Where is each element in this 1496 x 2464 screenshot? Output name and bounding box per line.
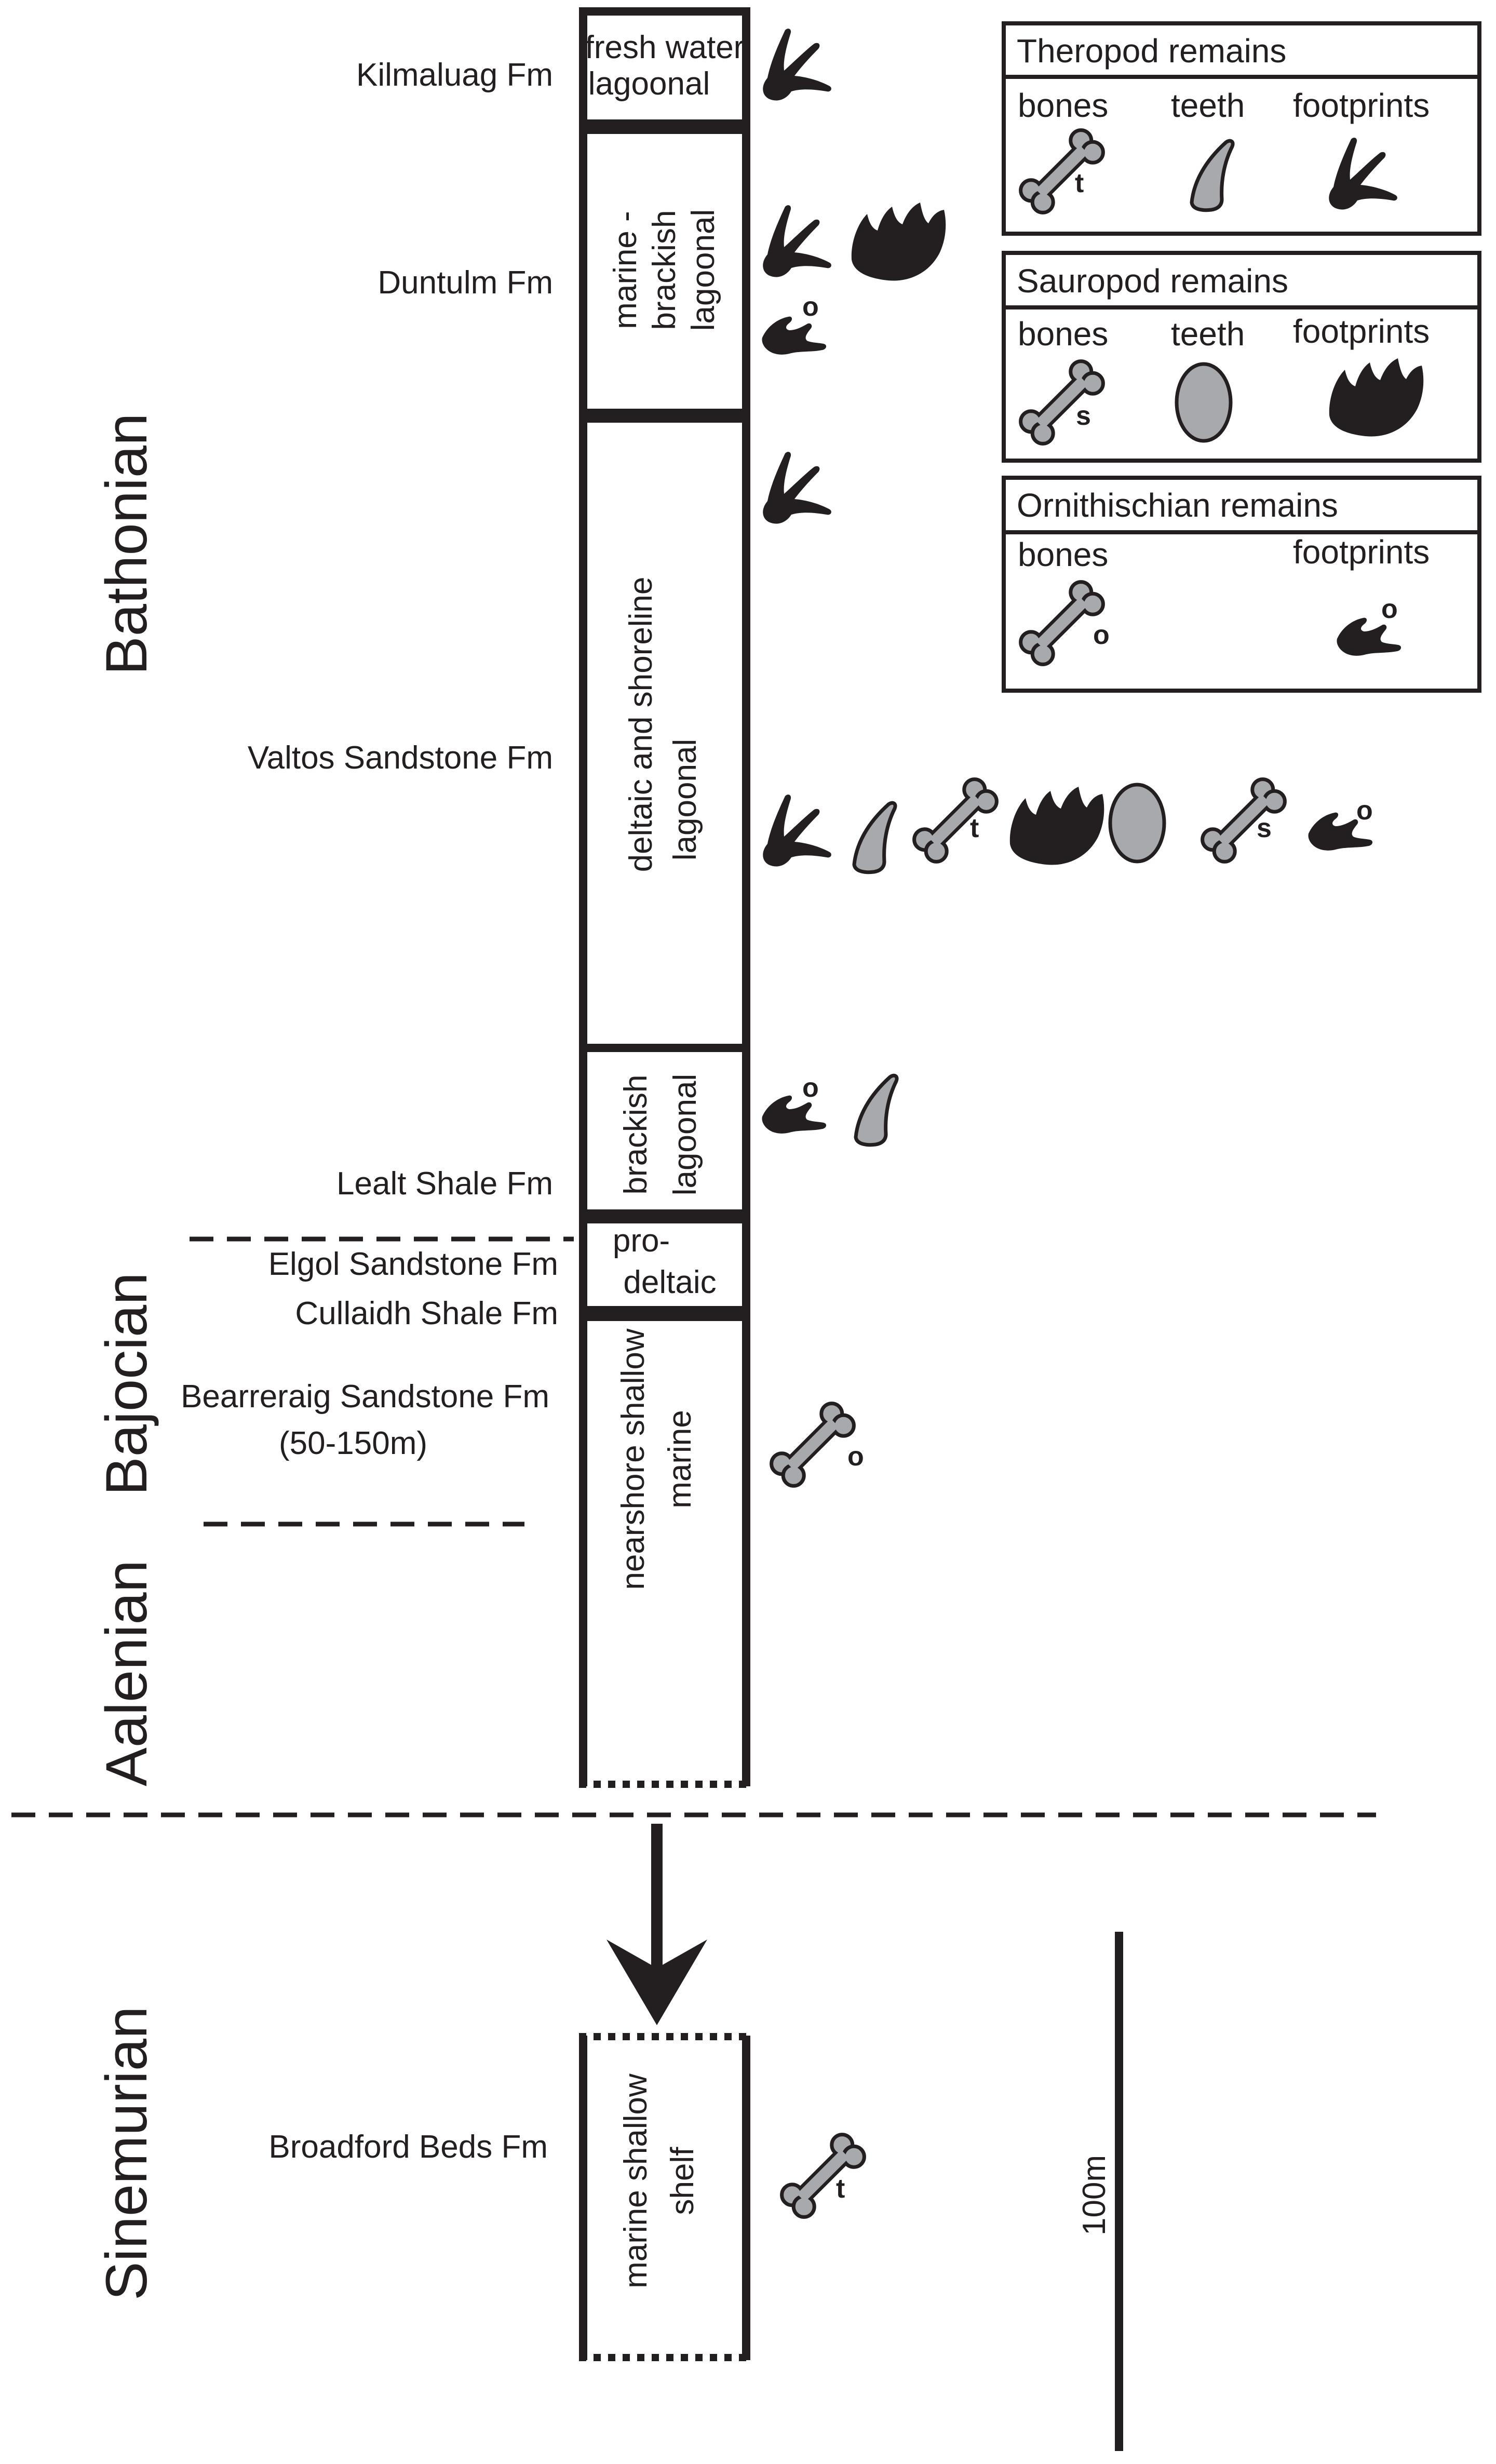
formation-label-bearreraig: Bearreraig Sandstone Fm — [181, 1379, 549, 1415]
stage-label-bajocian: Bajocian — [94, 1272, 159, 1496]
legend-sauropod-teeth-label: teeth — [1171, 315, 1245, 353]
legend-sauropod-footprints-label: footprints — [1293, 313, 1430, 350]
env-elgol-line2: deltaic — [623, 1264, 716, 1300]
scale-bar-label: 100m — [1076, 2155, 1112, 2236]
formation-label-valtos: Valtos Sandstone Fm — [248, 740, 553, 776]
theropod-marker: t — [836, 2174, 845, 2204]
ornithischian-marker: o — [847, 1442, 864, 1472]
down-arrow-icon — [607, 1824, 707, 2025]
theropod-footprint-icon — [763, 29, 831, 101]
theropod-bone-icon — [910, 775, 1001, 866]
ornithischian-marker: o — [802, 292, 819, 322]
env-lealt-line2: lagoonal — [667, 1074, 703, 1195]
legend-ornithischian-bones-label: bones — [1018, 536, 1108, 573]
stage-label-aalenian: Aalenian — [94, 1560, 159, 1786]
env-bearreraig-line1: nearshore shallow — [615, 1328, 651, 1590]
env-valtos-line2: lagoonal — [667, 739, 703, 860]
env-elgol-line1: pro- — [613, 1223, 670, 1259]
theropod-footprint-icon — [763, 795, 831, 867]
legend-theropod-title: Theropod remains — [1017, 32, 1286, 70]
theropod-marker: t — [970, 813, 979, 843]
formation-label-cullaidh: Cullaidh Shale Fm — [295, 1296, 558, 1331]
sauropod-tooth-icon — [1110, 785, 1164, 861]
theropod-tooth-icon — [856, 1075, 897, 1145]
formation-label-lealt: Lealt Shale Fm — [336, 1166, 553, 1202]
ornithischian-marker: o — [1356, 796, 1373, 826]
formation-thickness-bearreraig: (50-150m) — [279, 1425, 427, 1461]
env-lealt-line1: brackish — [618, 1075, 654, 1195]
env-broadford-line1: marine shallow — [618, 2073, 654, 2288]
sauropod-footprint-icon — [851, 203, 946, 281]
legend-ornithischian: Ornithischian remains bones footprints o… — [1002, 476, 1481, 693]
theropod-bone-icon — [777, 2130, 868, 2221]
env-kilmaluag-line2: lagoonal — [588, 66, 710, 102]
theropod-footprint-icon — [763, 452, 831, 524]
legend-theropod-footprints-label: footprints — [1293, 87, 1430, 124]
theropod-tooth-icon — [854, 803, 895, 872]
legend-ornithischian-title: Ornithischian remains — [1017, 487, 1338, 524]
stage-label-bathonian: Bathonian — [94, 413, 159, 675]
sauropod-marker: s — [1257, 813, 1272, 843]
legend-theropod: Theropod remains bones teeth footprints … — [1002, 21, 1481, 236]
ornithischian-footprint-icon — [762, 316, 827, 355]
env-kilmaluag-line1: fresh water — [585, 30, 745, 65]
theropod-marker: t — [1075, 168, 1084, 198]
env-broadford-line2: shelf — [665, 2147, 700, 2215]
env-duntulm-line2: brackish — [646, 210, 682, 330]
sauropod-footprint-icon — [1009, 787, 1104, 865]
ornithischian-bone-icon — [767, 1399, 858, 1490]
sauropod-tooth-icon — [1177, 364, 1231, 441]
env-duntulm-line1: marine - — [608, 211, 643, 329]
column-upper — [579, 7, 750, 1788]
sauropod-marker: s — [1076, 401, 1091, 431]
env-valtos-line1: deltaic and shoreline — [623, 577, 659, 872]
formation-label-elgol: Elgol Sandstone Fm — [268, 1246, 558, 1282]
legend-theropod-bones-label: bones — [1018, 87, 1108, 124]
column-lower — [579, 2033, 750, 2361]
stage-label-sinemurian: Sinemurian — [94, 2006, 159, 2300]
ornithischian-marker: o — [1093, 620, 1110, 650]
env-duntulm-line3: lagoonal — [685, 209, 721, 331]
env-bearreraig-line2: marine — [662, 1410, 698, 1509]
legend-sauropod: Sauropod remains bones teeth footprints … — [1002, 251, 1481, 463]
legend-ornithischian-footprints-label: footprints — [1293, 533, 1430, 571]
ornithischian-marker: o — [802, 1073, 819, 1103]
theropod-footprint-icon — [763, 205, 831, 277]
formation-label-duntulm: Duntulm Fm — [378, 265, 553, 301]
sauropod-bone-icon — [1198, 775, 1289, 866]
formation-label-broadford: Broadford Beds Fm — [268, 2129, 548, 2165]
legend-theropod-teeth-label: teeth — [1171, 87, 1245, 124]
ornithischian-marker: o — [1381, 594, 1398, 624]
legend-sauropod-title: Sauropod remains — [1017, 262, 1288, 300]
formation-label-kilmaluag: Kilmaluag Fm — [356, 57, 553, 93]
legend-sauropod-bones-label: bones — [1018, 315, 1108, 353]
